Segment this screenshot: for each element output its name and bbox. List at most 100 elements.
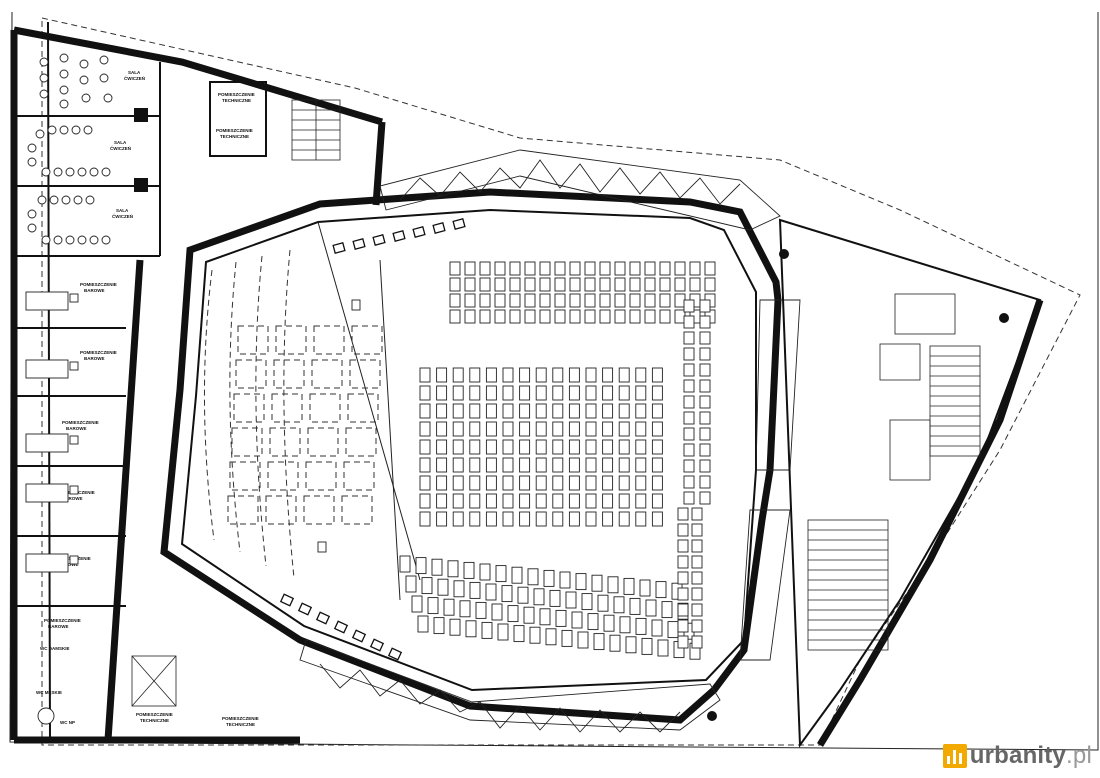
seat [452,385,464,401]
seat [552,367,564,383]
seat [644,261,656,276]
seat [524,293,536,308]
seat [683,363,695,377]
room-label: BAROWE [66,426,87,431]
watermark-text: urbanity.pl [970,742,1092,770]
stage-grid-cell [313,325,345,355]
stair-top-left [209,81,341,161]
seat [561,629,573,647]
seat [674,261,686,276]
urbanity-logo-icon [942,744,967,768]
seat [629,597,641,615]
seat [689,277,701,292]
seat [651,421,663,437]
seat [555,609,567,627]
seat [452,403,464,419]
seat [545,628,557,646]
seat [419,493,431,509]
seat [449,261,461,276]
seat [591,574,603,592]
seat [602,385,614,401]
box-seat [369,638,385,652]
seat [552,511,564,527]
seat [517,586,529,604]
seat [552,403,564,419]
seat [691,571,703,585]
seat [452,439,464,455]
seat [436,511,448,527]
seat [469,511,481,527]
seat [683,395,695,409]
seat [667,621,679,639]
seat [623,577,635,595]
stage-grid-cell [303,495,335,525]
seat [677,635,689,649]
seat [674,309,686,324]
seat [519,493,531,509]
seat [635,511,647,527]
seat [641,637,653,655]
seat [635,617,647,635]
seat [415,557,427,575]
seat [501,585,513,603]
seat [419,457,431,473]
seat [629,293,641,308]
seat [677,555,689,569]
stage-grid-cell [351,325,383,355]
seat [569,309,581,324]
seat [699,411,711,425]
seat [602,511,614,527]
seat [559,571,571,589]
room-label: ĆWICZEŃ [112,212,133,219]
seat [602,403,614,419]
seat [479,309,491,324]
seat [436,421,448,437]
seat [597,594,609,612]
seat [502,475,514,491]
seat [464,293,476,308]
seat [568,511,580,527]
room-label: SALA [116,208,129,213]
seat [584,293,596,308]
seat [452,493,464,509]
room-label: WC DAMSKIE [40,646,70,651]
seat [449,618,461,636]
seat [552,475,564,491]
seat [699,299,711,313]
seat [651,493,663,509]
seat [585,385,597,401]
seat [464,261,476,276]
seat [485,583,497,601]
seat [443,598,455,616]
seat [661,601,673,619]
stage-grid-cell [273,359,305,389]
stage-grid-cell [347,393,379,423]
room-label: POMIESZCZENIE [222,716,259,721]
seat [683,315,695,329]
seat [436,439,448,455]
seat [629,277,641,292]
seat [635,421,647,437]
seat [584,277,596,292]
seat [485,367,497,383]
seat [568,421,580,437]
seat [509,277,521,292]
seat [452,511,464,527]
seat [494,261,506,276]
seat [651,457,663,473]
right-lobby [707,218,1044,748]
seat [677,523,689,537]
rehearsal-room-chairs [27,53,148,245]
seat [524,261,536,276]
seat [691,555,703,569]
seat [509,261,521,276]
seat [539,309,551,324]
seat [639,579,651,597]
box-seat [387,647,403,661]
room-label: SALA [128,70,141,75]
seat [485,493,497,509]
seat [635,493,647,509]
seat [607,576,619,594]
stage-grid-cell [307,427,339,457]
